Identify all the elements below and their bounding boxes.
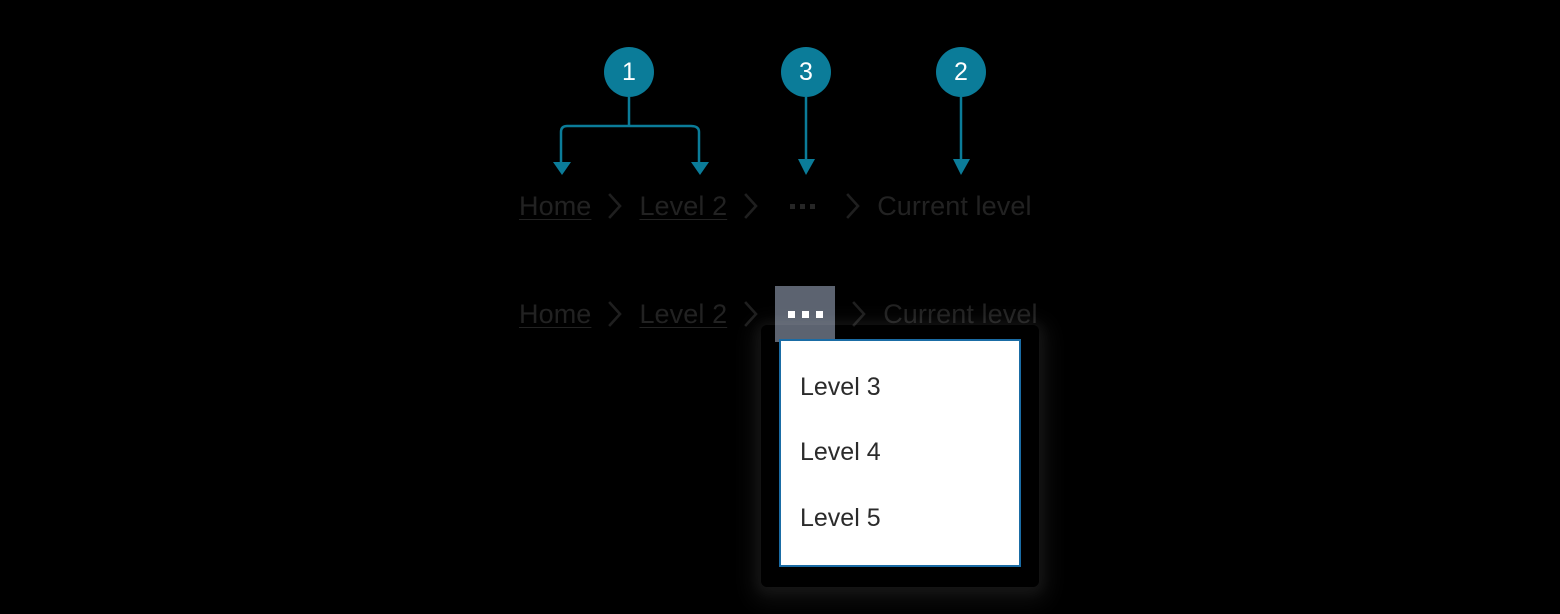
overflow-menu-item-label: Level 4	[800, 438, 881, 467]
breadcrumb-link-level-2[interactable]: Level 2	[639, 298, 728, 329]
annotation-badge-2-label: 2	[954, 57, 968, 86]
breadcrumb-link-home[interactable]: Home	[519, 298, 592, 329]
chevron-right-icon	[835, 301, 883, 327]
connector-badge-1	[559, 97, 701, 166]
overflow-menu-item[interactable]: Level 3	[781, 355, 1019, 420]
overflow-menu-item-label: Level 3	[800, 373, 881, 402]
arrow-head-level2	[691, 162, 709, 175]
annotation-badge-2: 2	[936, 47, 986, 97]
annotation-badge-1: 1	[604, 47, 654, 97]
chevron-right-icon	[727, 301, 775, 327]
breadcrumb-current-level: Current level	[883, 298, 1038, 329]
overflow-dropdown: Level 3 Level 4 Level 5	[779, 339, 1021, 567]
ellipsis-icon	[815, 310, 823, 318]
ellipsis-icon	[809, 203, 815, 209]
annotation-badge-3-label: 3	[799, 57, 813, 86]
ellipsis-icon	[799, 203, 805, 209]
overflow-menu-item-label: Level 5	[800, 503, 881, 532]
overflow-menu-item[interactable]: Level 4	[781, 420, 1019, 485]
breadcrumb-current-level: Current level	[877, 190, 1032, 221]
breadcrumb-overflow-button[interactable]	[775, 182, 829, 230]
ellipsis-icon	[801, 310, 809, 318]
breadcrumb-link-level-2[interactable]: Level 2	[639, 190, 728, 221]
breadcrumb-overflow-button-active[interactable]	[775, 286, 836, 342]
annotation-badge-1-label: 1	[622, 57, 636, 86]
breadcrumb-default: Home Level 2 Current level	[519, 182, 1032, 230]
chevron-right-icon	[829, 193, 877, 219]
arrow-head-home	[553, 162, 571, 175]
breadcrumb-link-home[interactable]: Home	[519, 190, 592, 221]
chevron-right-icon	[591, 193, 639, 219]
ellipsis-icon	[787, 310, 795, 318]
overflow-menu-item[interactable]: Level 5	[781, 486, 1019, 551]
breadcrumb-expanded: Home Level 2 Current level	[519, 286, 1038, 342]
chevron-right-icon	[591, 301, 639, 327]
annotation-badge-3: 3	[781, 47, 831, 97]
chevron-right-icon	[727, 193, 775, 219]
arrow-head-current	[953, 159, 970, 175]
ellipsis-icon	[789, 203, 795, 209]
arrow-head-ellipsis	[798, 159, 815, 175]
